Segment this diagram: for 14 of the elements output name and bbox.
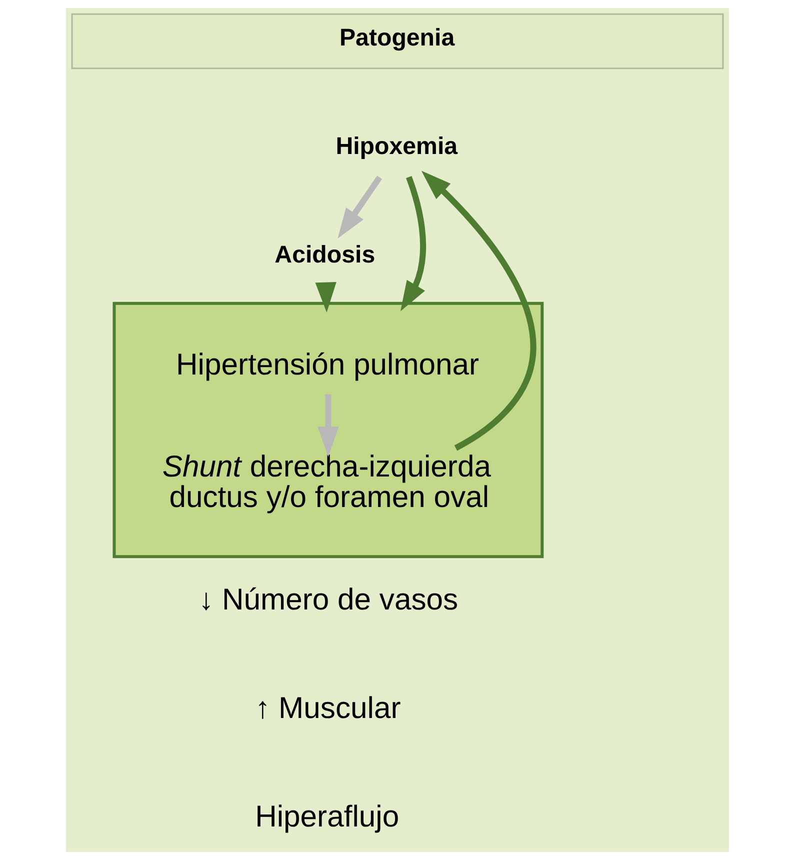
cluster — [112, 302, 544, 558]
label: ↑ Muscular — [255, 692, 401, 725]
arrow — [318, 394, 339, 457]
node-text: Shunt derecha-izquierda ductus y/o foramen oval — [162, 450, 491, 514]
arrow — [421, 170, 536, 451]
arrow — [315, 282, 336, 313]
node-text: Hipertensión pulmonar — [176, 348, 480, 382]
label: Hiperaflujo — [255, 800, 400, 834]
arrow — [400, 176, 426, 312]
node-text: Acidosis — [274, 241, 376, 268]
node-box: Patogenia — [71, 13, 724, 70]
arrow — [338, 176, 382, 238]
node-text: Hipoxemia — [336, 132, 458, 160]
label: ↓ Número de vasos — [198, 583, 458, 616]
